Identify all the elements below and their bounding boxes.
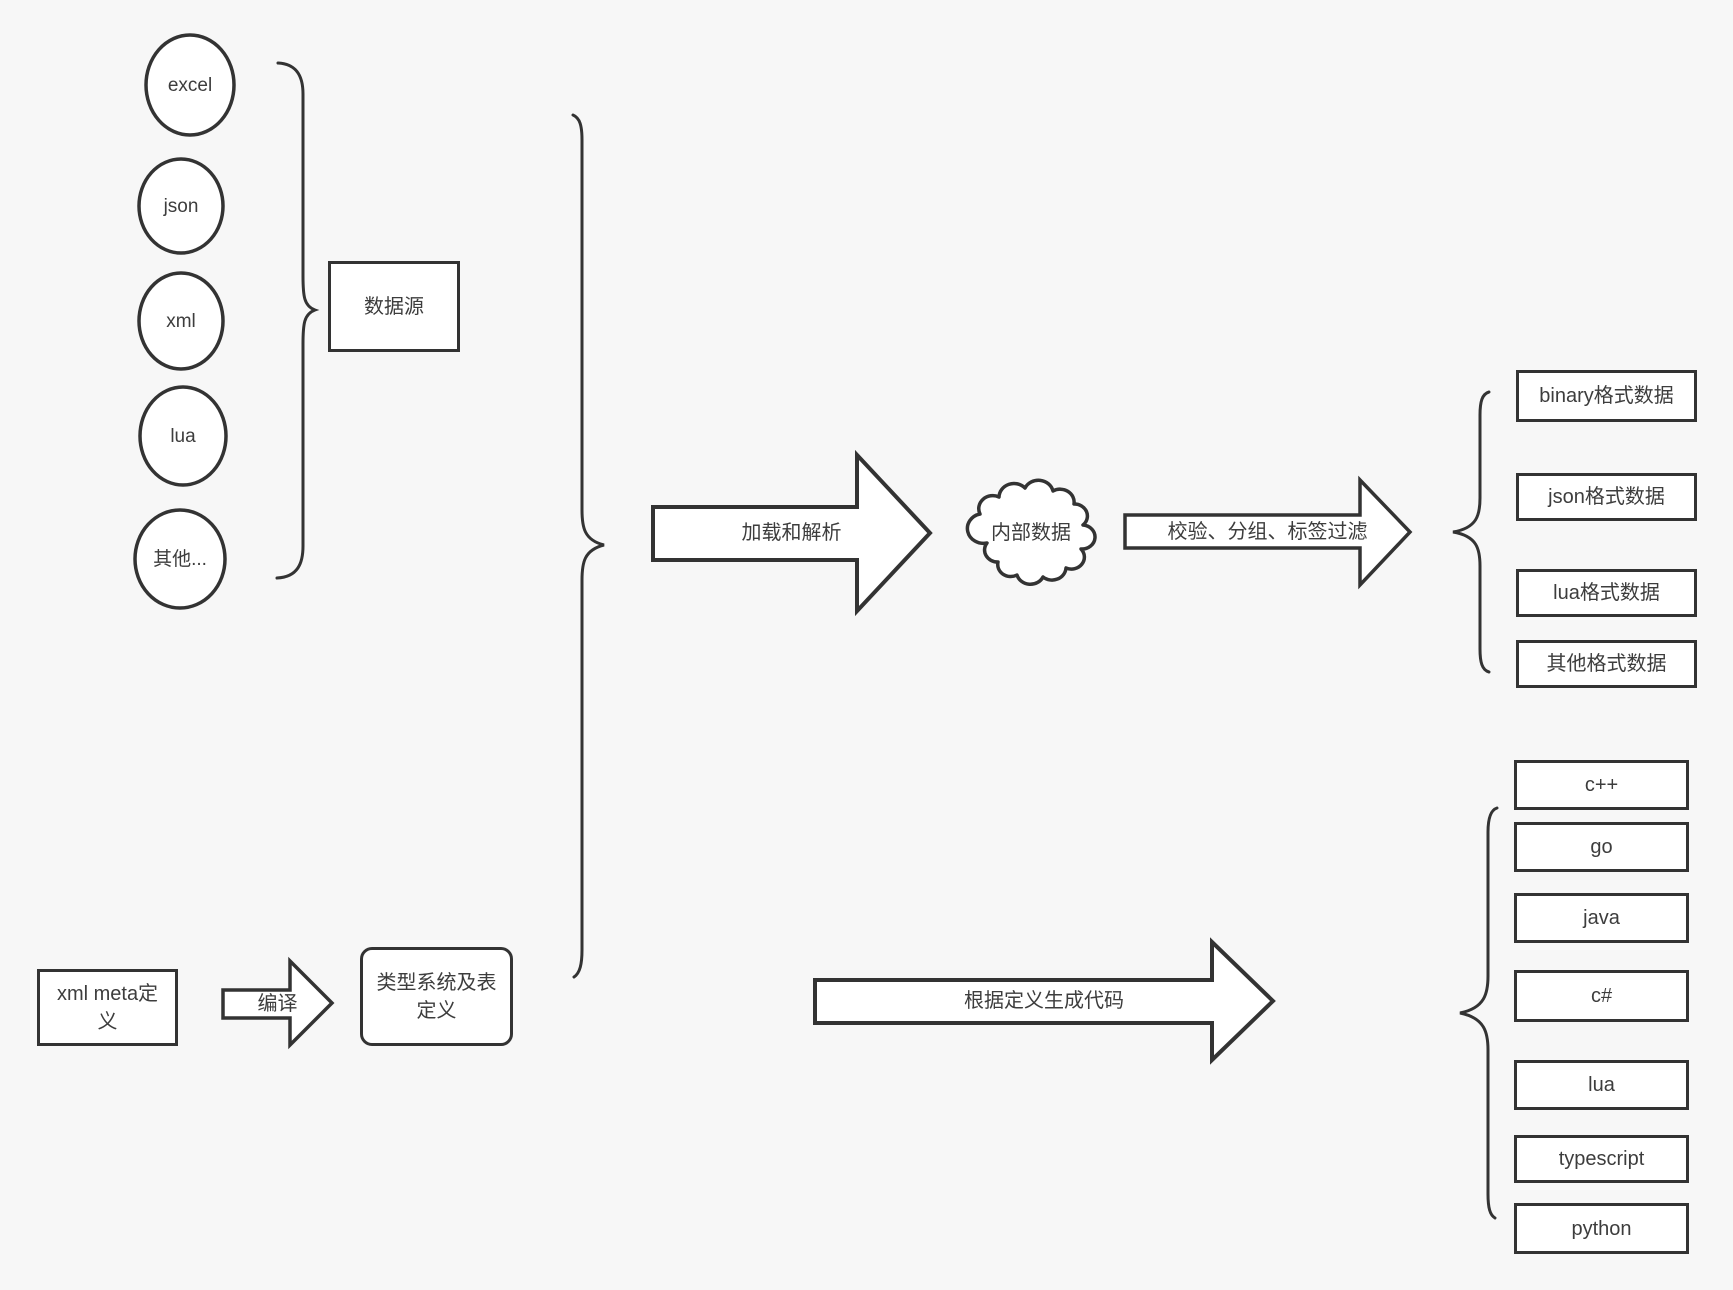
format-box-lua: lua格式数据 (1516, 569, 1697, 617)
language-box-java-label: java (1583, 907, 1620, 929)
language-box-csharp-label: c# (1590, 985, 1613, 1007)
source-node-ellipse-excel (144, 33, 236, 137)
language-box-java: java (1514, 893, 1689, 943)
language-box-lua: lua (1514, 1060, 1689, 1110)
arrow-codegen (813, 937, 1276, 1065)
language-box-cpp: c++ (1514, 760, 1689, 810)
language-box-typescript-label: typescript (1558, 1148, 1645, 1170)
source-node-ellipse-lua (138, 385, 228, 487)
brace-formats (1452, 390, 1491, 674)
type-system-box-label: 类型系统及表定义 (376, 971, 497, 1022)
language-box-lua-label: lua (1588, 1074, 1615, 1096)
source-node-ellipse-xml (137, 271, 225, 371)
language-box-csharp: c# (1514, 970, 1689, 1022)
brace-languages (1459, 806, 1499, 1220)
format-box-binary-label: binary格式数据 (1539, 385, 1674, 407)
language-box-python-label: python (1571, 1217, 1632, 1240)
xml-meta-box: xml meta定义 (37, 969, 178, 1046)
source-node-ellipse-json (137, 157, 225, 255)
format-box-binary: binary格式数据 (1516, 370, 1697, 422)
format-box-other: 其他格式数据 (1516, 640, 1697, 688)
brace-inputs (571, 113, 605, 979)
format-box-json-label: json格式数据 (1548, 486, 1665, 508)
type-system-box: 类型系统及表定义 (360, 947, 513, 1046)
format-box-lua-label: lua格式数据 (1553, 582, 1660, 604)
language-box-typescript: typescript (1514, 1135, 1689, 1183)
arrow-compile (221, 956, 335, 1050)
arrow-load-parse (651, 449, 933, 617)
source-node-ellipse-other (133, 508, 227, 610)
xml-meta-box-label: xml meta定义 (56, 982, 159, 1033)
arrow-filter (1123, 475, 1413, 590)
language-box-go: go (1514, 822, 1689, 872)
language-box-go-label: go (1590, 836, 1613, 858)
format-box-other-label: 其他格式数据 (1546, 653, 1667, 675)
data-source-box: 数据源 (328, 261, 460, 352)
data-source-box-label: 数据源 (364, 295, 424, 318)
language-box-cpp-label: c++ (1584, 774, 1619, 796)
cloud-shape (965, 478, 1097, 587)
language-box-python: python (1514, 1203, 1689, 1254)
brace-sources (275, 61, 320, 580)
format-box-json: json格式数据 (1516, 473, 1697, 521)
